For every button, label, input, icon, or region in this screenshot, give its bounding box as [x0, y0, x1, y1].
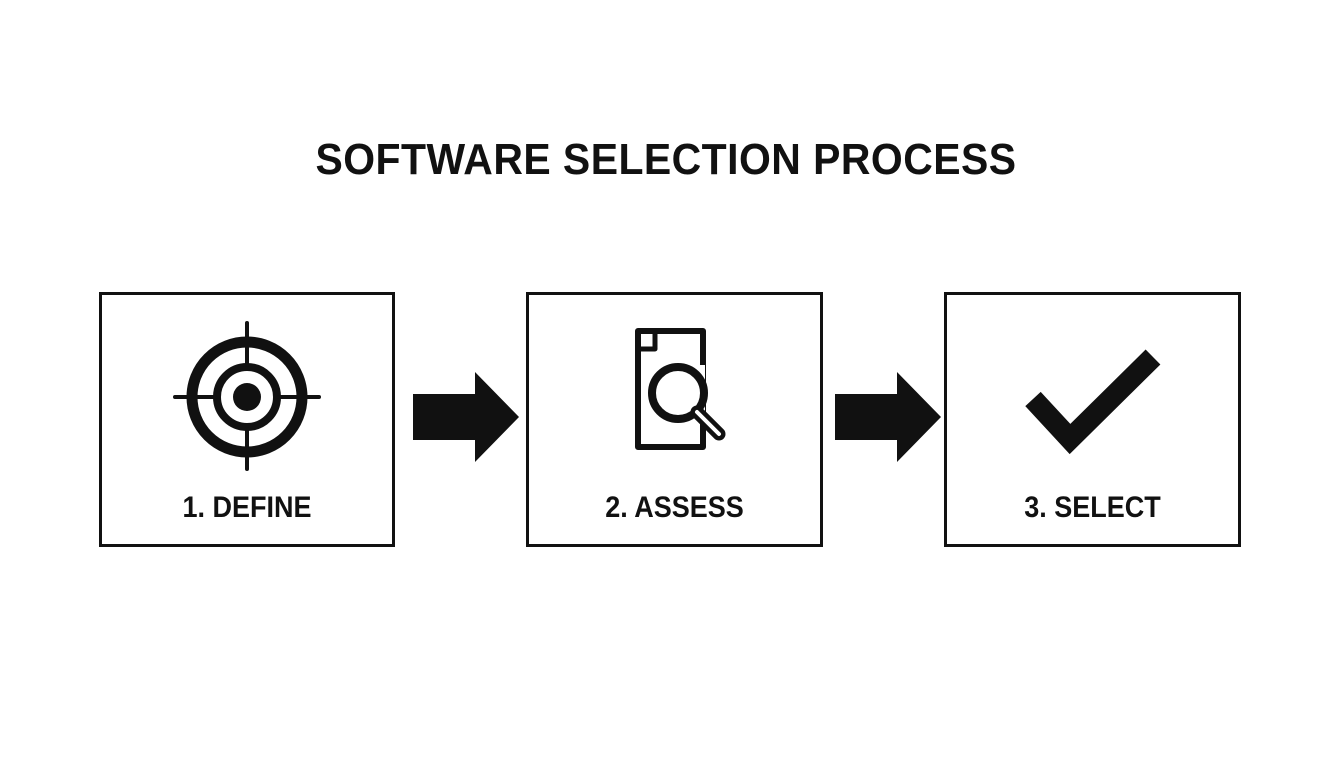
step-select: 3. SELECT: [944, 292, 1241, 547]
step-assess: 2. ASSESS: [526, 292, 823, 547]
target-icon: [173, 321, 321, 471]
diagram-title: SOFTWARE SELECTION PROCESS: [315, 135, 1017, 184]
step-define: 1. DEFINE: [99, 292, 395, 547]
step-label: 1. DEFINE: [182, 491, 312, 524]
arrow-right-icon: [413, 372, 519, 462]
step-label: 3. SELECT: [1024, 491, 1161, 524]
document-search-icon: [634, 328, 725, 450]
checkmark-icon: [1024, 349, 1160, 455]
arrow-right-icon: [835, 372, 941, 462]
step-label: 2. ASSESS: [605, 491, 744, 524]
